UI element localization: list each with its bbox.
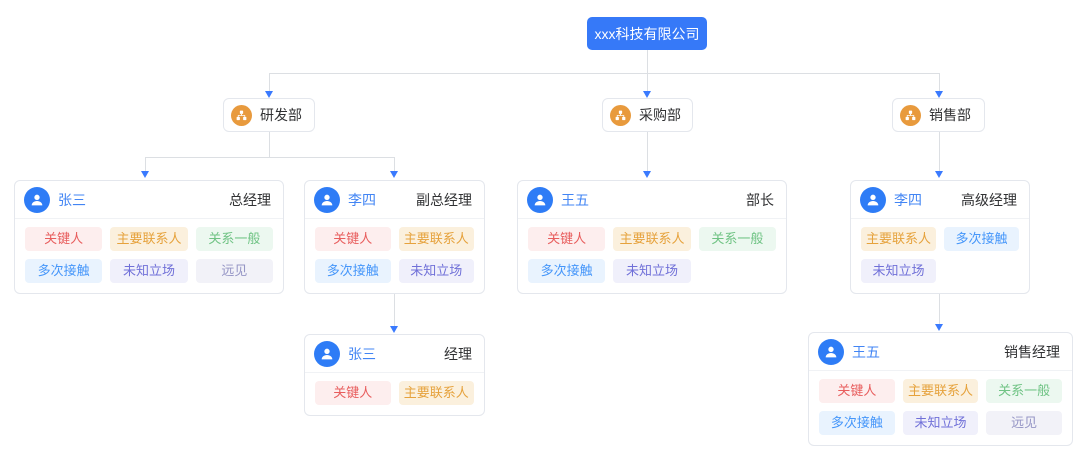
connector-arrow: [934, 171, 943, 178]
relation-tag: 远见: [986, 411, 1062, 435]
relation-tag: 主要联系人: [398, 227, 474, 251]
company-node[interactable]: xxx科技有限公司: [587, 17, 707, 50]
member-name: 李四: [348, 191, 376, 208]
relation-tag: 远见: [195, 259, 273, 283]
relation-tag: 多次接触: [819, 411, 895, 435]
connector-line: [647, 132, 648, 172]
member-name: 张三: [58, 191, 86, 208]
member-name: 王五: [561, 191, 589, 208]
member-title: 部长: [746, 191, 774, 208]
person-avatar-icon: [818, 338, 844, 365]
connector-arrow: [642, 171, 651, 178]
relation-tag: 关键人: [25, 227, 103, 251]
org-hierarchy-icon: [231, 104, 252, 126]
member-card-header: 王五 销售经理: [809, 333, 1072, 371]
person-avatar-icon: [527, 186, 553, 213]
relation-tag-list: 主要联系人 多次接触 未知立场: [851, 219, 1029, 293]
org-hierarchy-icon: [610, 104, 631, 126]
connector-line: [939, 73, 940, 92]
relation-tag: 未知立场: [613, 259, 691, 283]
relation-tag: 多次接触: [25, 259, 103, 283]
connector-arrow: [934, 324, 943, 331]
connector-line: [145, 157, 146, 172]
member-card-header: 张三 经理: [305, 335, 484, 373]
connector-line: [269, 73, 939, 74]
relation-tag: 关键人: [528, 227, 606, 251]
relation-tag: 未知立场: [902, 411, 979, 435]
connector-line: [647, 50, 648, 73]
relation-tag-list: 关键人 主要联系人 关系一般 多次接触 未知立场 远见: [809, 371, 1072, 445]
connector-line: [939, 290, 940, 324]
person-avatar-icon: [314, 340, 340, 367]
department-label: 销售部: [929, 107, 971, 123]
department-node-rd[interactable]: 研发部: [223, 98, 315, 132]
connector-line: [269, 73, 270, 92]
person-avatar-icon: [314, 186, 340, 213]
connector-arrow: [389, 171, 398, 178]
connector-line: [394, 290, 395, 326]
connector-arrow: [264, 91, 273, 98]
connector-line: [394, 157, 395, 172]
connector-line: [145, 157, 394, 158]
connector-arrow: [389, 326, 398, 333]
member-card-header: 张三 总经理: [15, 181, 283, 219]
member-title: 总经理: [229, 191, 271, 208]
member-card[interactable]: 王五 部长 关键人 主要联系人 关系一般 多次接触 未知立场: [517, 180, 787, 294]
connector-line: [269, 132, 270, 157]
relation-tag: 多次接触: [315, 259, 391, 283]
member-name: 王五: [852, 343, 880, 360]
relation-tag-list: 关键人 主要联系人 多次接触 未知立场: [305, 219, 484, 293]
member-title: 销售经理: [1004, 343, 1060, 360]
member-name: 李四: [894, 191, 922, 208]
member-card-header: 李四 高级经理: [851, 181, 1029, 219]
relation-tag: 主要联系人: [613, 227, 691, 251]
member-name: 张三: [348, 345, 376, 362]
relation-tag: 关系一般: [698, 227, 776, 251]
connector-line: [939, 132, 940, 172]
relation-tag: 多次接触: [528, 259, 606, 283]
connector-arrow: [934, 91, 943, 98]
member-title: 副总经理: [416, 191, 472, 208]
relation-tag: 关键人: [819, 379, 895, 403]
connector-line: [647, 73, 648, 92]
relation-tag-list: 关键人 主要联系人: [305, 373, 484, 415]
org-hierarchy-icon: [900, 104, 921, 126]
department-node-purchasing[interactable]: 采购部: [602, 98, 693, 132]
company-label: xxx科技有限公司: [594, 25, 700, 42]
member-card-header: 王五 部长: [518, 181, 786, 219]
person-avatar-icon: [24, 186, 50, 213]
relation-tag: 主要联系人: [110, 227, 188, 251]
relation-tag: 主要联系人: [398, 381, 474, 405]
department-node-sales[interactable]: 销售部: [892, 98, 985, 132]
department-label: 研发部: [260, 107, 302, 123]
member-card[interactable]: 李四 高级经理 主要联系人 多次接触 未知立场: [850, 180, 1030, 294]
member-card[interactable]: 张三 经理 关键人 主要联系人: [304, 334, 485, 416]
relation-tag-list: 关键人 主要联系人 关系一般 多次接触 未知立场 远见: [15, 219, 283, 293]
member-card-header: 李四 副总经理: [305, 181, 484, 219]
relation-tag: 关系一般: [986, 379, 1062, 403]
relation-tag: 未知立场: [110, 259, 188, 283]
member-card[interactable]: 王五 销售经理 关键人 主要联系人 关系一般 多次接触 未知立场 远见: [808, 332, 1073, 446]
relation-tag: 关键人: [315, 227, 391, 251]
relation-tag: 关系一般: [195, 227, 273, 251]
relation-tag: 主要联系人: [861, 227, 936, 251]
relation-tag: 关键人: [315, 381, 391, 405]
relation-tag-list: 关键人 主要联系人 关系一般 多次接触 未知立场: [518, 219, 786, 293]
member-title: 经理: [444, 345, 472, 362]
relation-tag: 多次接触: [944, 227, 1019, 251]
member-card[interactable]: 张三 总经理 关键人 主要联系人 关系一般 多次接触 未知立场 远见: [14, 180, 284, 294]
relation-tag: 主要联系人: [902, 379, 979, 403]
relation-tag: 未知立场: [398, 259, 474, 283]
person-avatar-icon: [860, 186, 886, 213]
connector-arrow: [642, 91, 651, 98]
connector-arrow: [140, 171, 149, 178]
member-card[interactable]: 李四 副总经理 关键人 主要联系人 多次接触 未知立场: [304, 180, 485, 294]
relation-tag: 未知立场: [861, 259, 936, 283]
member-title: 高级经理: [961, 191, 1017, 208]
department-label: 采购部: [639, 107, 681, 123]
